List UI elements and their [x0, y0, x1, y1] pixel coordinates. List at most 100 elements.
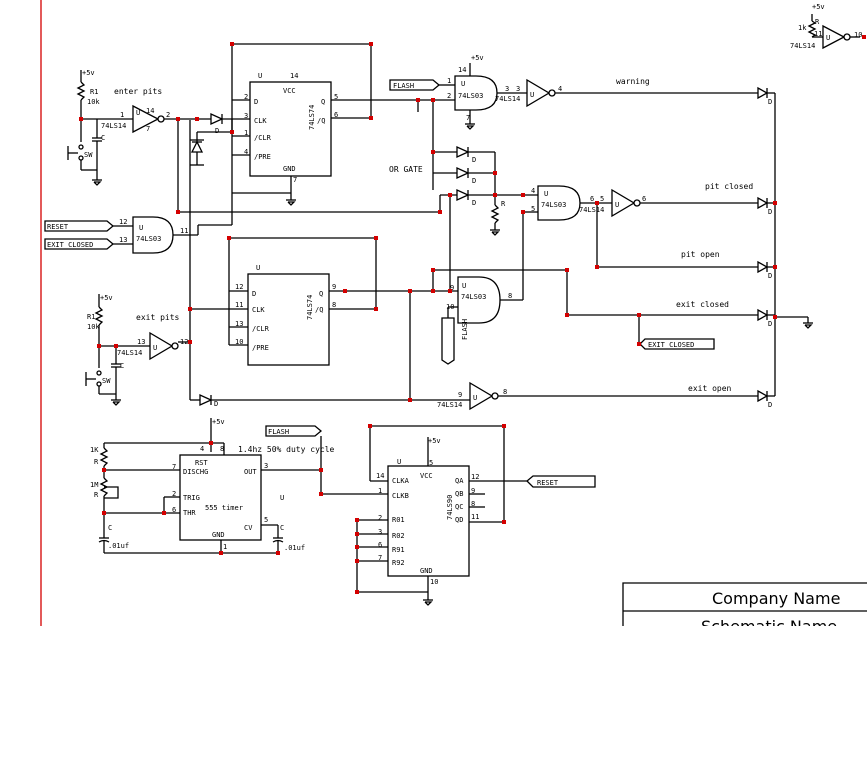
svg-text:R91: R91	[392, 546, 405, 554]
svg-text:Q: Q	[321, 98, 325, 106]
svg-text:EXIT CLOSED: EXIT CLOSED	[648, 341, 694, 349]
svg-text:RESET: RESET	[537, 479, 559, 487]
svg-text:D: D	[768, 272, 772, 280]
svg-text:GND: GND	[420, 567, 433, 575]
svg-text:11: 11	[471, 513, 479, 521]
svg-text:SW: SW	[84, 151, 93, 159]
svg-text:C: C	[101, 134, 105, 142]
svg-text:13: 13	[119, 236, 127, 244]
svg-text:4: 4	[244, 148, 248, 156]
company-name: Company Name	[712, 589, 840, 608]
svg-text:6: 6	[334, 111, 338, 119]
svg-text:exit closed: exit closed	[676, 300, 729, 309]
svg-text:U: U	[473, 394, 477, 402]
svg-text:CLK: CLK	[252, 306, 265, 314]
svg-text:7: 7	[293, 176, 297, 184]
svg-text:VCC: VCC	[420, 472, 433, 480]
svg-text:3: 3	[244, 112, 248, 120]
svg-text:D: D	[768, 208, 772, 216]
svg-text:10k: 10k	[87, 98, 100, 106]
svg-text:6: 6	[172, 506, 176, 514]
exit-open-inverter: 9 74LS14 U 8 exit open	[437, 381, 758, 411]
svg-text:FLASH: FLASH	[393, 82, 414, 90]
svg-text:5: 5	[264, 516, 268, 524]
svg-text:/PRE: /PRE	[252, 344, 269, 352]
svg-text:QC: QC	[455, 503, 463, 511]
svg-text:RST: RST	[195, 459, 208, 467]
warning-gate: FLASH +5v 14 U 74LS03 1 2 7 3 3 74LS14 U…	[389, 54, 758, 190]
svg-text:74LS14: 74LS14	[495, 95, 520, 103]
svg-text:CV: CV	[244, 524, 253, 532]
svg-text:+5v: +5v	[100, 294, 113, 302]
svg-text:U: U	[530, 91, 534, 99]
reset-gate: RESET EXIT CLOSED 12 13 U 74LS03 11	[44, 193, 233, 254]
svg-text:9: 9	[332, 283, 336, 291]
diode-enter: D	[189, 112, 250, 401]
pit-gate: U 74LS03 4 5 6 5 74LS14 U 6 pit closed p…	[522, 182, 758, 300]
svg-text:U: U	[258, 72, 262, 80]
svg-text:pit open: pit open	[681, 250, 720, 259]
schematic-name: Schematic Name	[701, 617, 837, 636]
svg-text:2: 2	[447, 92, 451, 100]
svg-text:D: D	[472, 199, 476, 207]
svg-text:U: U	[826, 34, 830, 42]
svg-text:1: 1	[244, 129, 248, 137]
svg-text:1: 1	[120, 111, 124, 119]
svg-text:14: 14	[290, 72, 298, 80]
svg-text:FLASH: FLASH	[268, 428, 289, 436]
svg-text:R: R	[501, 200, 506, 208]
svg-text:R1: R1	[90, 88, 98, 96]
timer-555: +5v 4 8 RST DISCHG OUT TRIG THR 555 time…	[90, 418, 388, 554]
svg-text:14: 14	[376, 472, 384, 480]
svg-text:/Q: /Q	[317, 117, 325, 125]
svg-text:D: D	[768, 320, 772, 328]
svg-text:13: 13	[137, 338, 145, 346]
svg-text:12: 12	[235, 283, 243, 291]
svg-text:R: R	[94, 458, 99, 466]
svg-text:enter pits: enter pits	[114, 87, 162, 96]
title-block: Company Name Schematic Name	[622, 582, 867, 636]
diode-exit: D	[199, 291, 470, 408]
svg-text:D: D	[252, 290, 256, 298]
svg-text:11: 11	[180, 227, 188, 235]
svg-text:74LS03: 74LS03	[458, 92, 483, 100]
svg-text:U: U	[615, 201, 619, 209]
svg-text:74LS14: 74LS14	[101, 122, 126, 130]
svg-text:/PRE: /PRE	[254, 153, 271, 161]
svg-text:/Q: /Q	[315, 306, 323, 314]
svg-text:10: 10	[235, 338, 243, 346]
svg-text:7: 7	[378, 554, 382, 562]
svg-text:74LS14: 74LS14	[117, 349, 142, 357]
svg-text:D: D	[472, 177, 476, 185]
led-pit-open: D	[757, 260, 775, 280]
svg-text:8: 8	[508, 292, 512, 300]
svg-text:2: 2	[172, 490, 176, 498]
svg-text:DISCHG: DISCHG	[183, 468, 208, 476]
svg-text:4: 4	[200, 445, 204, 453]
svg-text:C: C	[120, 362, 124, 370]
svg-text:QA: QA	[455, 477, 464, 485]
svg-text:CLKB: CLKB	[392, 492, 409, 500]
svg-text:+5v: +5v	[82, 69, 95, 77]
svg-text:1.4hz 50% duty cycle: 1.4hz 50% duty cycle	[238, 445, 335, 454]
svg-text:VCC: VCC	[283, 87, 296, 95]
svg-text:R: R	[94, 491, 99, 499]
junction-dots	[79, 35, 866, 594]
svg-text:1M: 1M	[90, 481, 98, 489]
svg-text:6: 6	[590, 195, 594, 203]
svg-text:U: U	[280, 494, 284, 502]
svg-text:3: 3	[264, 462, 268, 470]
led-exit-closed: D	[757, 308, 775, 328]
svg-text:7: 7	[146, 125, 150, 133]
svg-text:9: 9	[458, 391, 462, 399]
counter-74ls90: +5v 5 U VCC GND CLKA CLKB R01 R02 R91 R9…	[356, 425, 596, 606]
svg-text:+5v: +5v	[428, 437, 441, 445]
svg-text:8: 8	[471, 500, 475, 508]
top-right-inverter: +5v R 1k 11 74LS14 U 10	[790, 3, 862, 50]
svg-text:1k: 1k	[798, 24, 807, 32]
svg-text:6: 6	[642, 195, 646, 203]
svg-text:R92: R92	[392, 559, 405, 567]
exit-gate: U 74LS03 9 10 FLASH 8 EXIT CLOSED exit c…	[432, 269, 758, 365]
svg-text:10: 10	[854, 31, 862, 39]
svg-text:RESET: RESET	[47, 223, 69, 231]
